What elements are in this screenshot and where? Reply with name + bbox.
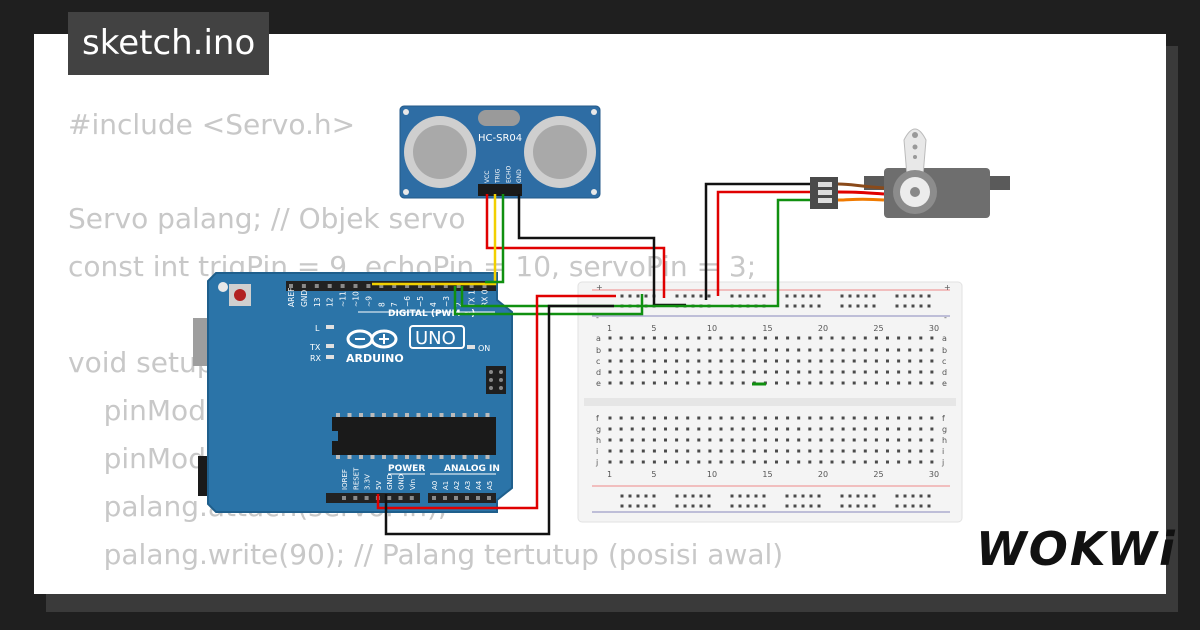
column-number: 1	[607, 324, 612, 333]
row-letter: e	[942, 379, 947, 388]
analog-pin-label: A1	[442, 481, 450, 490]
led-label: ON	[478, 344, 490, 353]
row-letter: g	[596, 425, 601, 434]
wokwi-logo: WOKWi	[976, 522, 1177, 576]
digital-pin-label: GND	[300, 290, 309, 307]
power-pin-label: RESET	[352, 467, 360, 490]
digital-pin-label: ~6	[403, 296, 412, 307]
row-letter: h	[942, 436, 947, 445]
analog-pin-label: A4	[475, 480, 483, 490]
led-label: TX	[309, 343, 321, 352]
atmega-chip	[332, 417, 496, 455]
row-letter: e	[596, 379, 601, 388]
sensor-pin-label: TRIG	[495, 168, 502, 184]
digital-pin-label: ~3	[442, 296, 451, 307]
file-name-tab: sketch.ino	[68, 12, 270, 75]
row-letter: h	[596, 436, 601, 445]
power-pin-label: 5V	[375, 481, 383, 490]
row-letter: j	[595, 458, 598, 467]
power-header-label: POWER	[388, 464, 425, 474]
row-letter: d	[596, 368, 601, 377]
code-line: Servo palang; // Objek servo	[68, 202, 466, 235]
row-letter: c	[942, 357, 946, 366]
code-line: #include <Servo.h>	[68, 108, 356, 141]
column-number: 15	[762, 470, 772, 479]
power-pin-label: GND	[386, 474, 394, 490]
digital-pin-label: ~9	[364, 296, 373, 307]
row-letter: a	[942, 334, 947, 343]
digital-pin-label: 7	[390, 302, 399, 307]
row-letter: d	[942, 368, 947, 377]
power-pin-label: GND	[398, 474, 406, 490]
arduino-logo	[346, 329, 398, 349]
digital-pin-label: AREF	[287, 288, 296, 307]
analog-pin-label: A0	[431, 481, 439, 490]
row-letter: g	[942, 425, 947, 434]
digital-header	[286, 281, 496, 291]
digital-pin-label: ~11	[339, 291, 348, 307]
power-pin-label: Vin	[409, 479, 417, 490]
board-brand: ARDUINO	[346, 352, 404, 365]
digital-pin-label: TX 1	[468, 290, 477, 308]
analog-header-label: ANALOG IN	[444, 464, 500, 474]
digital-header-label: DIGITAL (PWM ~)	[388, 309, 475, 319]
power-pin-label: IOREF	[341, 469, 349, 490]
column-number: 25	[873, 470, 883, 479]
analog-pin-label: A5	[486, 481, 494, 490]
digital-pin-label: ~10	[352, 291, 361, 307]
column-number: 15	[762, 324, 772, 333]
row-letter: b	[596, 346, 601, 355]
analog-pin-label: A3	[464, 481, 472, 490]
column-number: 20	[818, 470, 828, 479]
servo-motor	[810, 128, 1010, 218]
digital-pin-label: ~5	[416, 296, 425, 307]
digital-pin-label: RX 0	[481, 289, 490, 307]
code-line: const int trigPin = 9, echoPin = 10, ser…	[68, 250, 757, 283]
row-letter: c	[596, 357, 600, 366]
column-number: 5	[651, 470, 656, 479]
sensor-model: HC-SR04	[478, 133, 522, 144]
wires	[372, 182, 810, 536]
analog-header	[428, 493, 496, 503]
column-number: 20	[818, 324, 828, 333]
analog-pin-label: A2	[453, 481, 461, 490]
column-number: 30	[929, 324, 939, 333]
column-number: 1	[607, 470, 612, 479]
column-number: 5	[651, 324, 656, 333]
digital-pin-label: 13	[313, 297, 322, 307]
digital-pin-label: 12	[326, 297, 335, 307]
digital-pin-label: 8	[377, 302, 386, 307]
row-letter: f	[596, 414, 599, 423]
power-header	[326, 493, 420, 503]
row-letter: j	[941, 458, 944, 467]
row-letter: b	[942, 346, 947, 355]
sensor-pin-label: VCC	[484, 171, 491, 183]
digital-pin-label: 4	[429, 302, 438, 307]
led-label: L	[315, 324, 320, 333]
row-letter: i	[596, 447, 598, 456]
column-number: 25	[873, 324, 883, 333]
rail-plus-label: +	[596, 283, 603, 292]
rail-minus-label: -	[596, 313, 599, 322]
row-letter: f	[942, 414, 945, 423]
row-letter: a	[596, 334, 601, 343]
board-model: UNO	[415, 328, 456, 349]
column-number: 30	[929, 470, 939, 479]
code-line: palang.write(90); // Palang tertutup (po…	[68, 538, 784, 571]
rail-plus-label: +	[944, 283, 951, 292]
led-label: RX	[310, 354, 322, 363]
column-number: 10	[707, 470, 717, 479]
power-pin-label: 3.3V	[364, 474, 372, 490]
sensor-pin-label: ECHO	[505, 166, 512, 183]
rail-minus-label: -	[944, 313, 947, 322]
column-number: 10	[707, 324, 717, 333]
sensor-pin-label: GND	[516, 169, 523, 183]
digital-pin-label: 2	[455, 302, 464, 307]
row-letter: i	[942, 447, 944, 456]
